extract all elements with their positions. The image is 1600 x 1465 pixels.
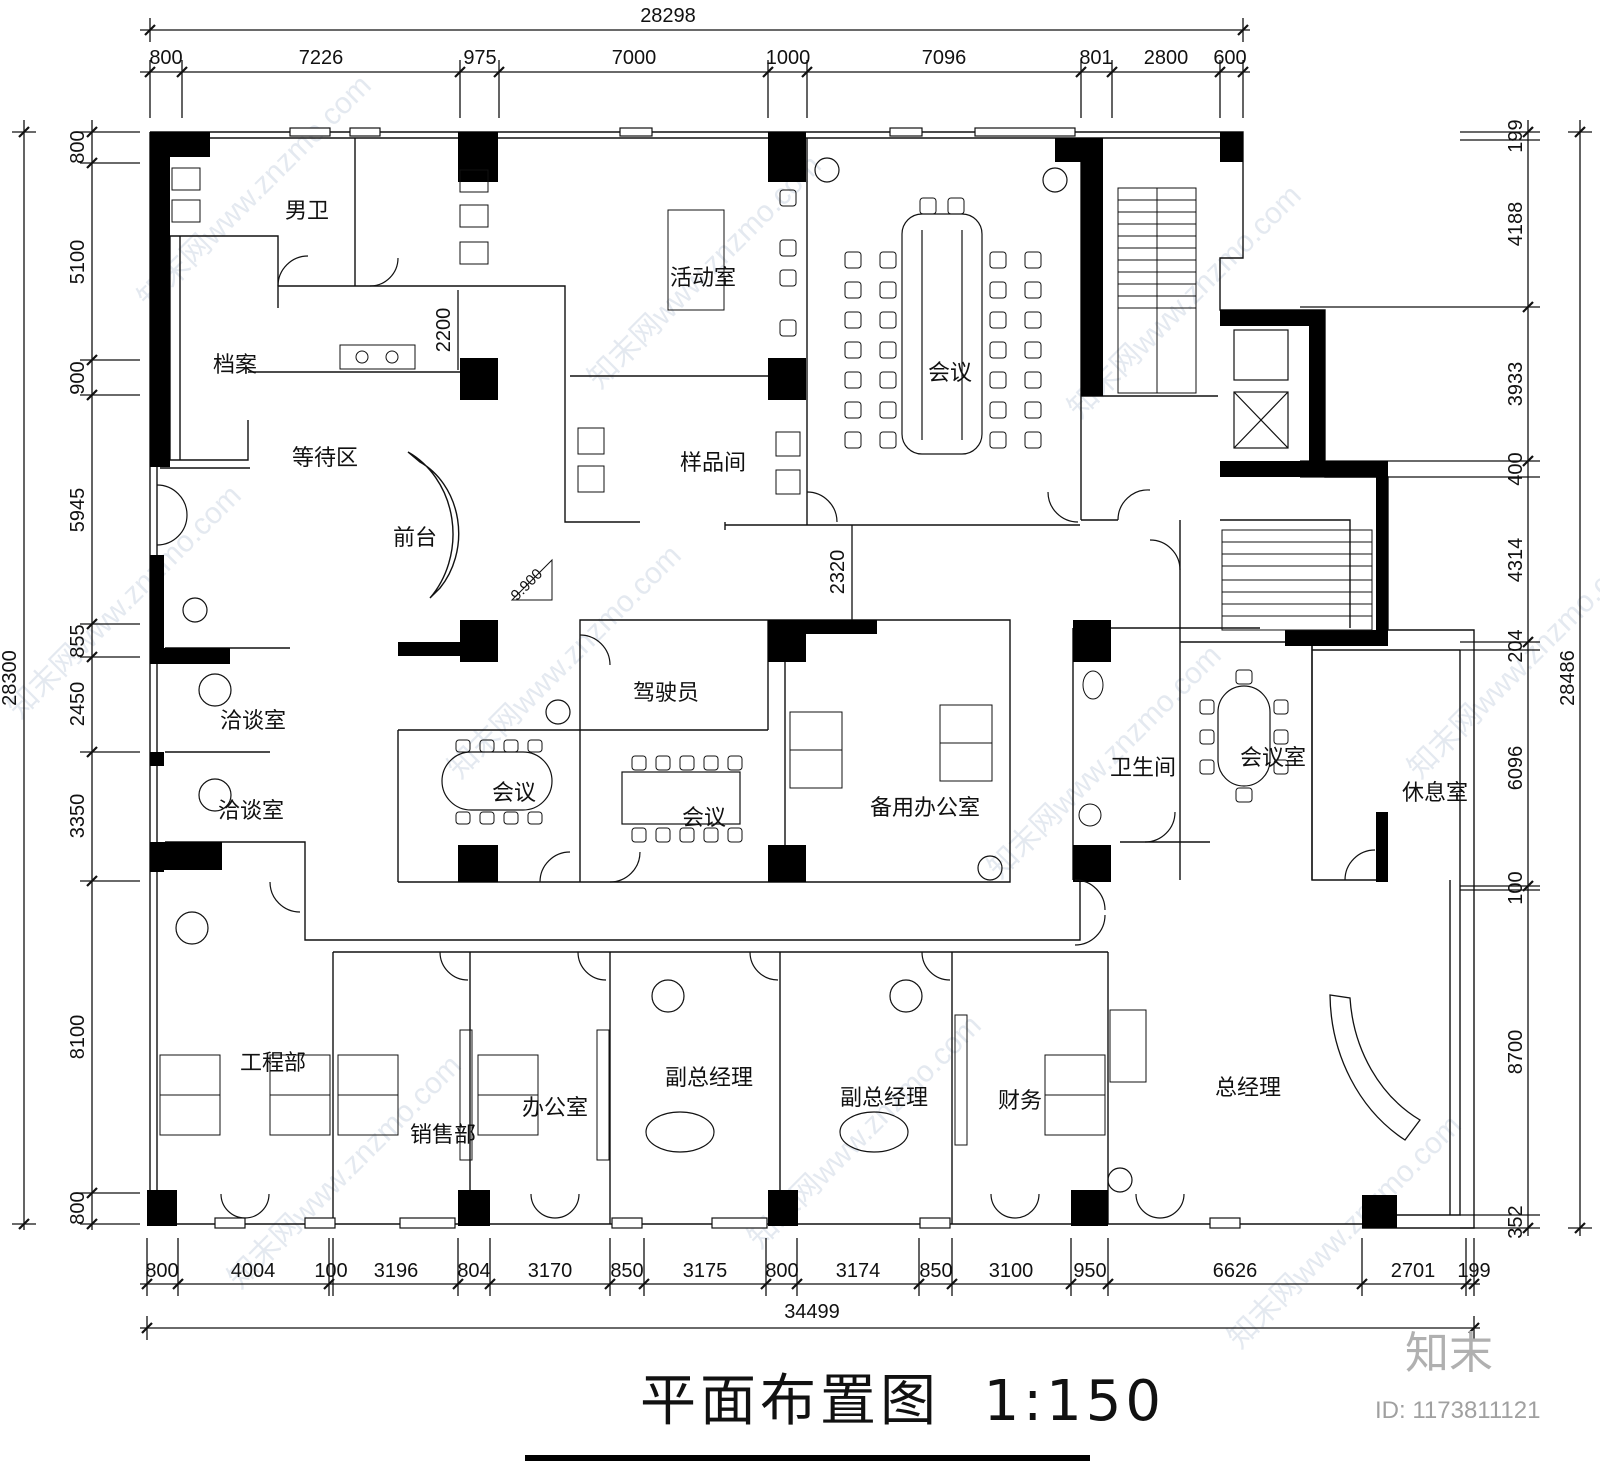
office-desks bbox=[159, 704, 1147, 1161]
room-label-meeting-room: 会议室 bbox=[1240, 746, 1306, 771]
room-label-meeting-small: 会议 bbox=[492, 781, 536, 806]
dim-left-segment: 800 bbox=[67, 130, 89, 163]
dim-right-segment: 4188 bbox=[1505, 202, 1527, 247]
brand-logo-text: 知末 bbox=[1405, 1328, 1493, 1379]
dim-inner: 2320 bbox=[827, 550, 849, 595]
drawing-title: 平面布置图 1:150 bbox=[640, 1369, 1165, 1434]
dim-top-total: 28298 bbox=[640, 5, 696, 27]
room-label-main-meeting: 会议 bbox=[928, 361, 972, 386]
dim-left-segment: 900 bbox=[67, 361, 89, 394]
dim-bottom-total: 34499 bbox=[784, 1301, 840, 1323]
dim-bottom-segment: 950 bbox=[1073, 1260, 1106, 1282]
room-label-sample-room: 样品间 bbox=[680, 451, 746, 476]
room-label-driver: 驾驶员 bbox=[633, 681, 699, 706]
room-label-reception: 前台 bbox=[393, 526, 437, 551]
dim-right-segment: 204 bbox=[1505, 629, 1527, 662]
dimension-labels: 28298 800 7226 975 7000 1000 7096 801 28… bbox=[0, 5, 1579, 1323]
title-underline bbox=[525, 1455, 1090, 1461]
dim-bottom-segment: 3174 bbox=[836, 1260, 881, 1282]
stairs bbox=[1117, 187, 1373, 631]
watermark-text: 知末网www.znzmo.com bbox=[222, 1049, 468, 1295]
room-label-sales: 销售部 bbox=[410, 1123, 476, 1148]
dim-top-segment: 7226 bbox=[299, 47, 344, 69]
room-label-rest-room: 休息室 bbox=[1402, 781, 1468, 806]
dim-top-segment: 600 bbox=[1213, 47, 1246, 69]
dim-bottom-segment: 100 bbox=[314, 1260, 347, 1282]
room-label-negotiation-1: 洽谈室 bbox=[220, 709, 286, 734]
dim-bottom-segment: 804 bbox=[457, 1260, 490, 1282]
elevator-icon bbox=[1233, 329, 1289, 449]
dim-bottom-segment: 850 bbox=[610, 1260, 643, 1282]
dim-right-segment: 3933 bbox=[1505, 362, 1527, 407]
dim-left-segment: 5945 bbox=[67, 488, 89, 533]
dim-left-segment: 855 bbox=[67, 624, 89, 657]
room-label-mens-toilet: 男卫 bbox=[285, 199, 329, 224]
dim-top-segment: 800 bbox=[149, 47, 182, 69]
watermark-text: 知末网www.znzmo.com bbox=[2, 479, 248, 725]
room-label-office: 办公室 bbox=[522, 1096, 588, 1121]
dim-bottom-segment: 3170 bbox=[528, 1260, 573, 1282]
dim-right-total: 28486 bbox=[1557, 650, 1579, 706]
dim-left-segment: 2450 bbox=[67, 682, 89, 727]
dim-right-segment: 4314 bbox=[1505, 538, 1527, 583]
plant-icon bbox=[182, 157, 1133, 1193]
reception-desk bbox=[407, 451, 460, 599]
dim-right-segment: 199 bbox=[1505, 119, 1527, 152]
dim-bottom-segment: 3175 bbox=[683, 1260, 728, 1282]
fixtures bbox=[171, 167, 1104, 827]
dim-top-segment: 7096 bbox=[922, 47, 967, 69]
dim-right-segment: 400 bbox=[1505, 452, 1527, 485]
room-label-activity-room: 活动室 bbox=[670, 266, 736, 291]
doors bbox=[156, 255, 1376, 1219]
windows bbox=[214, 127, 1241, 1229]
dim-bottom-segment: 800 bbox=[145, 1260, 178, 1282]
dim-left-total: 28300 bbox=[0, 650, 21, 706]
room-label-deputy-gm-2: 副总经理 bbox=[840, 1086, 928, 1111]
dim-top-segment: 2800 bbox=[1144, 47, 1189, 69]
dim-left-segment: 8100 bbox=[67, 1015, 89, 1060]
dim-left-segment: 5100 bbox=[67, 240, 89, 285]
room-label-general-manager: 总经理 bbox=[1215, 1076, 1281, 1101]
dim-bottom-segment: 3100 bbox=[989, 1260, 1034, 1282]
gm-desk bbox=[1329, 994, 1421, 1141]
structural-walls bbox=[147, 132, 1397, 1228]
dimension-ticks bbox=[18, 24, 1586, 1334]
chairs bbox=[455, 189, 1289, 843]
dim-bottom-segment: 2701 bbox=[1391, 1260, 1436, 1282]
dim-bottom-segment: 850 bbox=[919, 1260, 952, 1282]
room-labels: 男卫 活动室 档案 等待区 前台 样品间 会议 洽谈室 洽谈室 驾驶员 会议 会… bbox=[213, 199, 1468, 1148]
dim-inner: 2200 bbox=[433, 308, 455, 353]
room-label-washroom: 卫生间 bbox=[1110, 756, 1176, 781]
watermark-text: 知末网www.znzmo.com bbox=[1222, 1109, 1468, 1355]
dim-right-segment: 8700 bbox=[1505, 1030, 1527, 1075]
dim-right-segment: 100 bbox=[1505, 871, 1527, 904]
plan-lines bbox=[149, 131, 1475, 1229]
room-label-meeting-center: 会议 bbox=[682, 806, 726, 831]
dim-left-segment: 800 bbox=[67, 1191, 89, 1224]
room-label-engineering: 工程部 bbox=[240, 1051, 306, 1076]
level-indicator bbox=[510, 558, 553, 601]
image-id-text: ID: 1173811121 bbox=[1375, 1397, 1540, 1424]
room-label-spare-office: 备用办公室 bbox=[870, 796, 980, 821]
room-label-deputy-gm-1: 副总经理 bbox=[665, 1066, 753, 1091]
dim-top-segment: 975 bbox=[463, 47, 496, 69]
dim-bottom-segment: 800 bbox=[765, 1260, 798, 1282]
dim-top-segment: 7000 bbox=[612, 47, 657, 69]
room-label-finance: 财务 bbox=[998, 1089, 1042, 1114]
room-label-negotiation-2: 洽谈室 bbox=[218, 799, 284, 824]
dim-bottom-segment: 199 bbox=[1457, 1260, 1490, 1282]
room-label-archive: 档案 bbox=[213, 353, 257, 378]
dim-bottom-segment: 4004 bbox=[231, 1260, 276, 1282]
dim-top-segment: 801 bbox=[1079, 47, 1112, 69]
meeting-table bbox=[175, 213, 1271, 1153]
dim-bottom-segment: 6626 bbox=[1213, 1260, 1258, 1282]
dim-right-segment: 6096 bbox=[1505, 746, 1527, 791]
dim-right-segment: 352 bbox=[1505, 1205, 1527, 1238]
dim-bottom-segment: 3196 bbox=[374, 1260, 419, 1282]
dim-left-segment: 3350 bbox=[67, 794, 89, 839]
dim-top-segment: 1000 bbox=[766, 47, 811, 69]
room-label-waiting-area: 等待区 bbox=[292, 446, 358, 471]
